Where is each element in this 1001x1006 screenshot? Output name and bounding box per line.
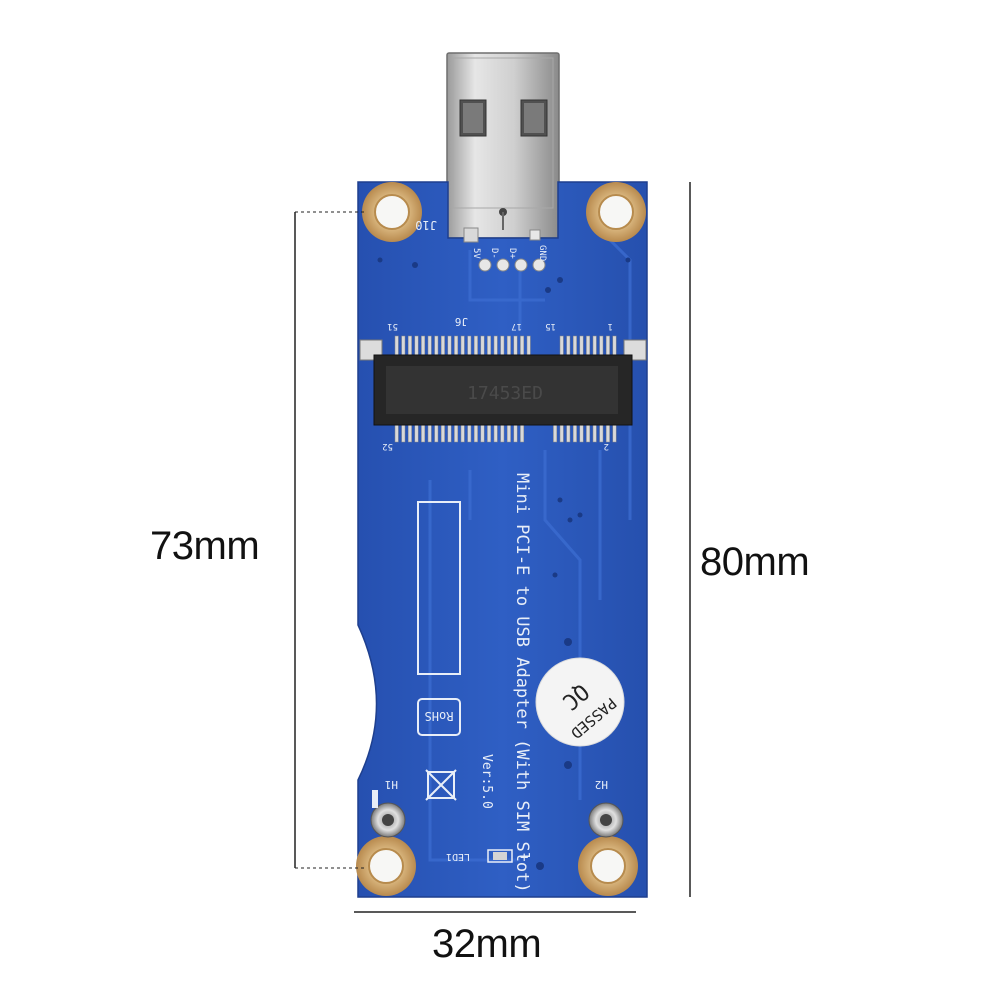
connector-part-number: 17453ED	[467, 383, 543, 404]
qc-passed-sticker: PASSED QC	[535, 657, 625, 747]
dimension-label-80mm: 80mm	[700, 540, 810, 584]
svg-text:51: 51	[387, 321, 398, 331]
adapter-title: Mini PCI-E to USB Adapter (With SIM Slot…	[512, 473, 532, 893]
svg-text:D+: D+	[507, 248, 517, 259]
svg-text:RoHS: RoHS	[425, 709, 454, 723]
svg-text:52: 52	[382, 441, 393, 451]
svg-text:2: 2	[604, 441, 609, 451]
mounting-hole-top-right	[586, 182, 646, 242]
standoff-screw-left	[370, 802, 406, 838]
mounting-hole-top-left	[362, 182, 422, 242]
led-indicator: +	[487, 849, 528, 866]
svg-text:+: +	[520, 850, 528, 866]
svg-text:1: 1	[608, 321, 613, 331]
svg-text:LED1: LED1	[446, 851, 470, 862]
sim-slot-outline	[417, 501, 461, 675]
mounting-hole-bottom-left	[356, 836, 416, 896]
silkscreen-text: Mini PCI-E to USB Adapter (With SIM Slot…	[382, 218, 613, 893]
svg-text:15: 15	[545, 321, 556, 331]
rohs-mark: RoHS	[417, 698, 461, 736]
svg-text:H2: H2	[595, 778, 608, 791]
weee-bin-icon	[425, 769, 457, 801]
svg-text:5V: 5V	[471, 248, 481, 259]
mini-pcie-slot: 17453ED	[359, 335, 647, 443]
dimension-lines	[294, 182, 691, 913]
mounting-hole-bottom-right	[578, 836, 638, 896]
usb-plug	[446, 52, 560, 239]
svg-text:GND: GND	[537, 245, 547, 261]
dimension-label-32mm: 32mm	[432, 922, 542, 966]
svg-text:J10: J10	[415, 218, 437, 232]
standoff-screw-right	[588, 802, 624, 838]
usb-pin-pads	[463, 227, 546, 272]
dimension-label-73mm: 73mm	[150, 524, 260, 568]
svg-text:17: 17	[511, 321, 522, 331]
svg-text:J6: J6	[455, 315, 468, 328]
svg-text:H1: H1	[385, 778, 398, 791]
version-label: Ver:5.0	[479, 754, 494, 809]
svg-text:D-: D-	[489, 248, 499, 259]
pin1-marker	[372, 790, 378, 808]
